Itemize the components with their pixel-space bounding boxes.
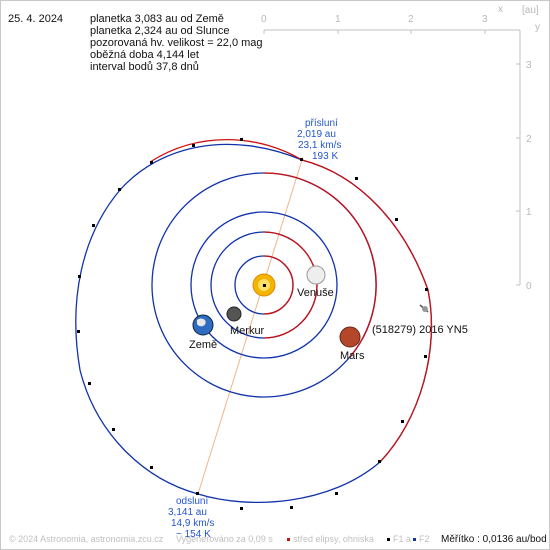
- perihelion-temperature: 193 K: [312, 151, 338, 162]
- y-tick-label-2: 2: [526, 134, 532, 145]
- mars-orbit-near: [263, 172, 377, 358]
- y-axis-label: y: [535, 22, 540, 33]
- x-tick-label-0: 0: [261, 14, 267, 25]
- orbit-point: [150, 161, 153, 164]
- x-tick-label-3: 3: [482, 14, 488, 25]
- legend-f2-text: F2: [419, 534, 430, 544]
- orbit-point: [290, 506, 293, 509]
- perihelion-title: přísluní: [305, 118, 338, 129]
- perihelion-speed: 23,1 km/s: [298, 140, 341, 151]
- copyright-text: © 2024 Astronomia, astronomia.zcu.cz: [9, 534, 164, 544]
- axes: [263, 29, 521, 286]
- info-distance-earth: planetka 3,083 au od Země: [90, 13, 224, 25]
- apsis-line: [197, 159, 303, 495]
- asteroid-marker-dot: [422, 306, 428, 312]
- orbit-point: [92, 224, 95, 227]
- orbit-point: [355, 177, 358, 180]
- mercury-planet: [226, 306, 242, 322]
- aphelion-title: odsluní: [176, 496, 208, 507]
- x-tick-label-1: 1: [335, 14, 341, 25]
- legend-center-marker: [287, 538, 290, 541]
- orbit-point: [77, 330, 80, 333]
- legend-f2-marker: [413, 538, 416, 541]
- mars-label: Mars: [340, 350, 365, 362]
- generated-text: Vygenerováno za 0,09 s: [176, 534, 273, 544]
- asteroid-label: (518279) 2016 YN5: [372, 324, 468, 336]
- perihelion-label: přísluní 2,019 au 23,1 km/s 193 K: [297, 118, 341, 162]
- mars-planet: [339, 326, 361, 348]
- y-tick-label-0: 0: [526, 281, 532, 292]
- orbit-point: [196, 492, 199, 495]
- info-period: oběžná doba 4,144 let: [90, 49, 199, 61]
- legend-center-text: střed elipsy, ohniska: [293, 534, 374, 544]
- orbit-point: [300, 158, 303, 161]
- sun: [252, 273, 276, 297]
- legend-f1-marker: [387, 538, 390, 541]
- x-axis-label: x: [498, 4, 503, 15]
- earth-planet: [192, 314, 214, 336]
- sun-center-mark: [263, 284, 266, 287]
- orbit-point: [395, 218, 398, 221]
- orbit-point: [425, 288, 428, 291]
- aphelion-label: odsluní 3,141 au 14,9 km/s ~ 154 K: [168, 496, 214, 540]
- planet-orbits: [151, 172, 377, 398]
- y-tick-label-1: 1: [526, 207, 532, 218]
- orbit-point: [378, 460, 381, 463]
- venus-orbit-near: [263, 231, 318, 339]
- x-tick-label-2: 2: [408, 14, 414, 25]
- venus-planet: [306, 265, 326, 285]
- aphelion-temperature: ~ 154 K: [176, 529, 211, 540]
- asteroid-marker: [419, 304, 429, 313]
- mercury-orbit-near: [263, 255, 294, 315]
- orbit-point: [401, 420, 404, 423]
- info-interval: interval bodů 37,8 dnů: [90, 61, 199, 73]
- mercury-label: Merkur: [230, 325, 265, 337]
- orbit-point: [112, 428, 115, 431]
- scale-text: Měřítko : 0,0136 au/bod: [441, 534, 547, 545]
- venus-label: Venuše: [297, 287, 334, 299]
- perihelion-distance: 2,019 au: [297, 129, 336, 140]
- date-label: 25. 4. 2024: [8, 13, 64, 25]
- orbit-point: [88, 382, 91, 385]
- aphelion-speed: 14,9 km/s: [171, 518, 214, 529]
- orbit-point: [424, 355, 427, 358]
- info-magnitude: pozorovaná hv. velikost = 22,0 mag: [90, 37, 263, 49]
- earth-cloud: [197, 318, 206, 327]
- earth-label: Země: [189, 339, 217, 351]
- orbit-point: [78, 275, 81, 278]
- info-distance-sun: planetka 2,324 au od Slunce: [90, 25, 230, 37]
- orbit-point: [335, 492, 338, 495]
- orbit-point: [150, 466, 153, 469]
- orbit-point: [118, 188, 121, 191]
- axis-unit: [au]: [522, 5, 539, 16]
- orbit-points: [77, 138, 428, 510]
- orbit-point: [240, 138, 243, 141]
- earth-orbit: [190, 211, 338, 359]
- info-block: planetka 3,083 au od Země planetka 2,324…: [90, 13, 263, 73]
- y-tick-label-3: 3: [526, 60, 532, 71]
- orbit-point: [192, 144, 195, 147]
- legend-f1-text: F1 a: [393, 534, 411, 544]
- asteroid-orbit-near: [149, 139, 433, 463]
- asteroid-orbit: [75, 139, 433, 504]
- orbit-point: [240, 507, 243, 510]
- aphelion-distance: 3,141 au: [168, 507, 207, 518]
